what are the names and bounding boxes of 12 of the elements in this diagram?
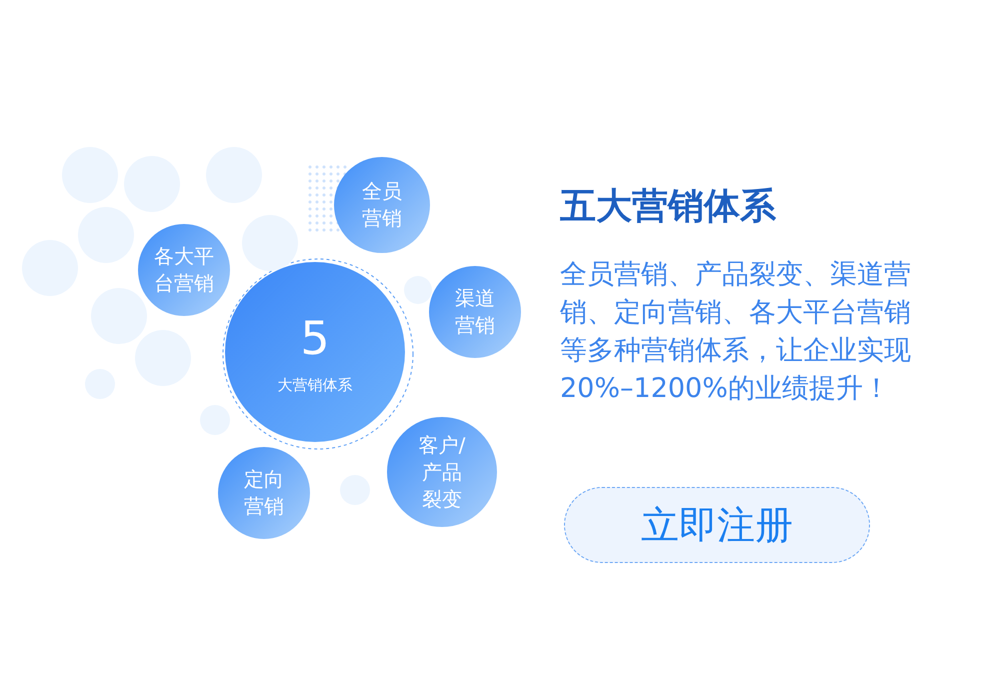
empty-bubble: [91, 288, 147, 344]
node-label: 全员营销: [361, 178, 403, 232]
node-label: 定向营销: [243, 466, 285, 520]
node-label: 大营销体系: [278, 376, 352, 394]
node-label: 渠道营销: [454, 285, 496, 339]
node-label: 各大平台营销: [153, 243, 215, 297]
title: 五大营销体系: [560, 185, 776, 229]
empty-bubble: [404, 276, 432, 304]
number-label: 5: [300, 310, 330, 366]
register-button: 立即注册: [564, 487, 870, 563]
node-label: 客户/产品裂变: [418, 432, 466, 512]
description-paragraph: 全员营销、产品裂变、渠道营销、定向营销、各大平台营销等多种营销体系，让企业实现20%–1200%的业绩提升！: [560, 258, 912, 406]
